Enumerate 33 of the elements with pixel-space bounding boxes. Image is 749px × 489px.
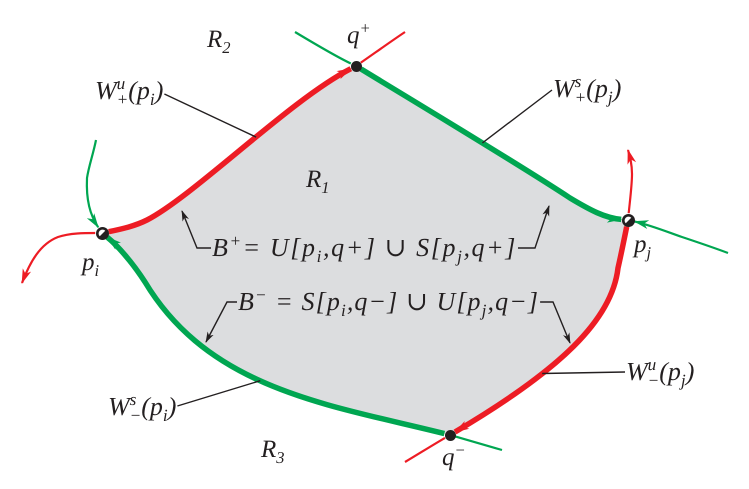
point-label: q$^{−}$ <box>442 444 466 473</box>
intersection-point-dot <box>444 428 456 442</box>
leader-arrow <box>181 210 211 249</box>
leader-line <box>164 93 256 138</box>
leader-line <box>542 371 626 374</box>
region-label: R$_{2}$ <box>207 26 231 55</box>
leader-arrow <box>205 301 237 343</box>
point-label: q$^{+}$ <box>347 22 371 51</box>
leader-line <box>482 89 552 144</box>
manifold-curve <box>20 232 96 284</box>
leader-arrow <box>518 205 550 249</box>
manifold-curve <box>404 436 446 463</box>
manifold-curve <box>454 226 630 434</box>
region-label: R$_{3}$ <box>261 436 285 465</box>
manifold-curve <box>108 66 352 234</box>
fixed-point-marker <box>94 226 110 240</box>
manifold-curve <box>294 31 352 64</box>
manifold-curve <box>86 140 100 228</box>
manifold-label: W$^{u}$$_{+}$(p$_{i}$) <box>95 76 164 106</box>
leader-arrow <box>540 301 571 344</box>
fixed-point-marker <box>620 212 636 228</box>
manifold-label: W$^{s}$$_{−}$(p$_{i}$) <box>108 392 176 422</box>
manifold-curve <box>360 31 406 64</box>
intersection-point-dot <box>350 60 362 72</box>
manifold-curve <box>360 66 622 222</box>
manifold-curve <box>634 220 728 254</box>
point-label: p$_{i}$ <box>82 249 100 278</box>
manifold-curve <box>455 436 502 452</box>
point-label: p$_{j}$ <box>634 231 652 260</box>
manifold-curve <box>626 149 636 214</box>
region-label: R$_{1}$ <box>306 166 330 195</box>
leader-line <box>177 380 260 407</box>
manifold-curve <box>106 235 446 436</box>
